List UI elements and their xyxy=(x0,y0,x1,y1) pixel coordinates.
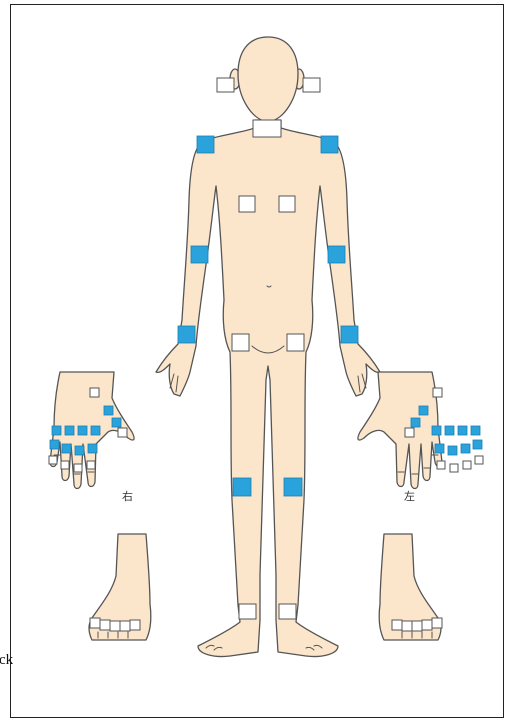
left-side-label: 左 xyxy=(404,490,415,503)
marker-left-knee xyxy=(284,478,302,496)
marker-ring-base xyxy=(65,426,74,435)
marker-middle-tip xyxy=(74,464,82,472)
marker-pinky-base xyxy=(52,426,61,435)
marker-chest-right xyxy=(239,196,255,212)
marker-middle-base xyxy=(78,426,87,435)
clipped-edge-text: ck xyxy=(0,650,13,670)
marker-hand-back xyxy=(433,388,442,397)
marker-right-shoulder xyxy=(197,136,214,153)
marker-index-mid xyxy=(435,444,444,453)
marker-toe-4 xyxy=(402,621,412,631)
marker-right-wrist xyxy=(178,326,195,343)
marker-ring-base xyxy=(458,426,467,435)
marker-toe-5 xyxy=(130,620,140,630)
marker-left-hip xyxy=(287,334,304,351)
marker-left-wrist xyxy=(341,326,358,343)
marker-thumb-tip xyxy=(118,428,127,437)
marker-middle-base xyxy=(445,426,454,435)
marker-toe-5 xyxy=(392,620,402,630)
marker-pinky-base xyxy=(471,426,480,435)
marker-thumb-base xyxy=(104,406,113,415)
body-silhouette xyxy=(156,120,380,657)
marker-pinky-mid xyxy=(50,440,59,449)
left-hand-inset xyxy=(358,372,442,489)
marker-index-tip xyxy=(87,461,95,469)
marker-thumb-tip xyxy=(405,428,414,437)
marker-index-base xyxy=(91,426,100,435)
marker-ring-tip xyxy=(463,461,471,469)
marker-right-hip xyxy=(232,334,249,351)
marker-ring-tip xyxy=(61,461,69,469)
marker-right-elbow xyxy=(191,246,208,263)
marker-pinky-mid xyxy=(473,440,482,449)
marker-neck xyxy=(253,120,281,137)
marker-thumb-mid xyxy=(112,418,121,427)
marker-index-mid xyxy=(88,444,97,453)
marker-index-base xyxy=(432,426,441,435)
marker-index-tip xyxy=(437,461,445,469)
marker-toe-1 xyxy=(90,618,100,628)
marker-right-ear xyxy=(217,78,234,92)
marker-middle-mid xyxy=(448,446,457,455)
head xyxy=(238,37,298,122)
marker-toe-4 xyxy=(120,621,130,631)
right-side-label: 右 xyxy=(122,489,133,503)
marker-pinky-tip xyxy=(49,456,57,464)
marker-thumb-mid xyxy=(411,418,420,427)
marker-hand-back xyxy=(90,388,99,397)
marker-toe-1 xyxy=(432,618,442,628)
left-hand-outline xyxy=(358,372,442,489)
marker-left-ankle xyxy=(279,604,296,619)
marker-right-knee xyxy=(233,478,251,496)
marker-middle-tip xyxy=(450,464,458,472)
marker-thumb-base xyxy=(419,406,428,415)
marker-pinky-tip xyxy=(475,456,483,464)
marker-left-elbow xyxy=(328,246,345,263)
marker-left-shoulder xyxy=(321,136,338,153)
marker-chest-left xyxy=(279,196,295,212)
marker-right-ankle xyxy=(239,604,256,619)
marker-toe-2 xyxy=(422,620,432,630)
marker-toe-2 xyxy=(100,620,110,630)
marker-middle-mid xyxy=(75,446,84,455)
marker-left-ear xyxy=(303,78,320,92)
marker-ring-mid xyxy=(62,444,71,453)
marker-toe-3 xyxy=(412,621,422,631)
marker-ring-mid xyxy=(461,444,470,453)
marker-toe-3 xyxy=(110,621,120,631)
